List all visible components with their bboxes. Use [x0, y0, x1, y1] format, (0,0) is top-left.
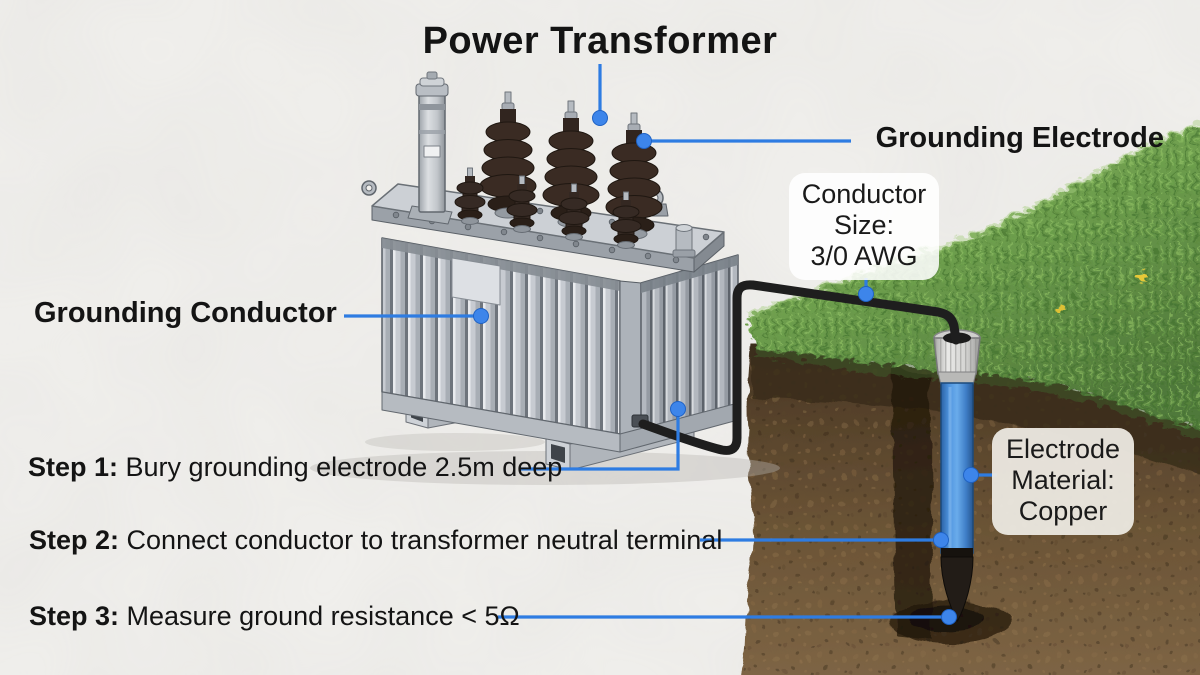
grounding-electrode-rod — [933, 329, 981, 623]
electrode-material-line-1: Electrode — [1005, 434, 1121, 464]
pointer-dot-grounding-conductor — [473, 308, 489, 324]
page-title: Power Transformer — [422, 20, 778, 62]
lv-bushing-3 — [558, 183, 590, 241]
flower — [1055, 303, 1061, 309]
electrode-tip — [940, 556, 974, 623]
pointer-dot-step-3 — [941, 609, 957, 625]
pointer-dots — [473, 110, 979, 625]
conductor-size-line-1: Conductor — [801, 179, 927, 209]
pointer-dot-title — [592, 110, 608, 126]
pointer-dot-step-1 — [670, 401, 686, 417]
pipe-label — [423, 145, 441, 158]
lv-bushing-1 — [454, 167, 486, 225]
step-2-text: Connect conductor to transformer neutral… — [119, 525, 723, 555]
step-3-text: Measure ground resistance < 5Ω — [119, 601, 520, 631]
lifting-lug-left — [361, 180, 377, 196]
grass-top-highlight — [742, 118, 1200, 315]
callout-electrode-material: Electrode Material: Copper — [992, 428, 1134, 535]
topsoil-band — [752, 345, 1200, 477]
grass-blades-texture — [743, 121, 1200, 431]
label-grounding-electrode: Grounding Electrode — [875, 122, 1164, 154]
fins-top-rail-side — [641, 255, 738, 293]
pointer-dot-grounding-electrode — [636, 133, 652, 149]
nameplate — [451, 257, 501, 306]
step-2-label: Step 2: — [29, 525, 120, 555]
leader-step-1 — [520, 412, 680, 471]
pointer-dot-step-2 — [933, 532, 949, 548]
conductor-size-line-2: Size: — [833, 210, 895, 240]
fins-top-rail-front — [382, 238, 620, 291]
lv-bushing-4 — [610, 191, 642, 249]
tank-corner — [619, 280, 642, 438]
pointer-dot-conductor-size — [858, 286, 874, 302]
leader-lines — [344, 64, 997, 619]
step-3: Step 3: Measure ground resistance < 5Ω — [29, 601, 520, 632]
conservator-pipe — [407, 71, 453, 225]
skid-shadow — [365, 433, 545, 451]
step-1: Step 1: Bury grounding electrode 2.5m de… — [28, 452, 562, 483]
callout-conductor-size: Conductor Size: 3/0 AWG — [789, 173, 939, 280]
flower — [1134, 270, 1142, 278]
step-3-label: Step 3: — [29, 601, 120, 631]
step-2: Step 2: Connect conductor to transformer… — [29, 525, 722, 556]
electrode-material-line-3: Copper — [1018, 496, 1108, 526]
electrode-material-line-2: Material: — [1011, 465, 1115, 495]
step-1-label: Step 1: — [28, 452, 119, 482]
pointer-dot-electrode-material — [963, 467, 979, 483]
lv-bushing-2 — [506, 175, 538, 233]
step-1-text: Bury grounding electrode 2.5m deep — [118, 452, 563, 482]
neutral-terminal-fitting — [672, 224, 696, 258]
grounding-cable — [638, 280, 961, 455]
conductor-size-line-3: 3/0 AWG — [810, 241, 918, 271]
electrode-hole-shaft — [892, 368, 932, 640]
cap-ribs — [934, 338, 980, 374]
label-grounding-conductor: Grounding Conductor — [34, 297, 337, 329]
